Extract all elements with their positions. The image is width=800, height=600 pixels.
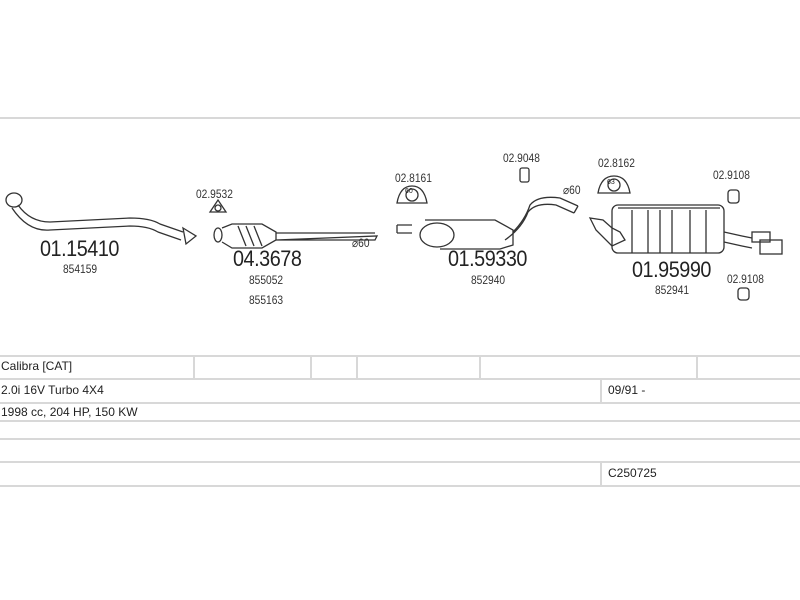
accessory-label: 02.9108 xyxy=(727,272,764,286)
middle-silencer-drawing xyxy=(396,196,579,250)
table-col-line xyxy=(600,461,602,485)
part-number: 01.15410 xyxy=(40,236,119,261)
front-pipe-drawing xyxy=(5,192,198,246)
clamp-size: 60 xyxy=(405,188,413,195)
table-line xyxy=(0,438,800,440)
clamp-size: 63 xyxy=(607,179,615,186)
vehicle-model: Calibra [CAT] xyxy=(1,359,73,373)
diameter-label: ⌀60 xyxy=(563,183,581,197)
ref-number: 852941 xyxy=(655,283,690,297)
rear-silencer-drawing xyxy=(588,204,783,255)
table-line xyxy=(0,461,800,463)
accessory-label: 02.8162 xyxy=(598,156,635,170)
part-number: 04.3678 xyxy=(233,246,302,271)
engine-type: 2.0i 16V Turbo 4X4 xyxy=(1,383,104,397)
table-line xyxy=(0,355,800,357)
table-line xyxy=(0,402,800,404)
table-line xyxy=(0,378,800,380)
ref-number: 852940 xyxy=(471,273,506,287)
clamp-icons xyxy=(396,167,750,301)
ref-number: 854159 xyxy=(63,262,98,276)
engine-specs: 1998 cc, 204 HP, 150 KW xyxy=(1,405,138,419)
ref-number: 855052 xyxy=(249,273,284,287)
ref-number: 855163 xyxy=(249,293,284,307)
table-col-line xyxy=(193,355,195,378)
accessory-label: 02.9108 xyxy=(713,168,750,182)
table-col-line xyxy=(356,355,358,378)
accessory-label: 02.8161 xyxy=(395,171,432,185)
part-number: 01.59330 xyxy=(448,246,527,271)
accessory-label: 02.9532 xyxy=(196,187,233,201)
divider xyxy=(0,117,800,119)
vehicle-code: C250725 xyxy=(608,466,657,480)
gasket-icon xyxy=(208,198,228,213)
production-date: 09/91 - xyxy=(608,383,646,397)
table-col-line xyxy=(600,378,602,402)
table-line xyxy=(0,420,800,422)
table-col-line xyxy=(696,355,698,378)
table-col-line xyxy=(479,355,481,378)
diameter-label: ⌀60 xyxy=(352,236,370,250)
table-col-line xyxy=(310,355,312,378)
accessory-label: 02.9048 xyxy=(503,151,540,165)
part-number: 01.95990 xyxy=(632,257,711,282)
table-line xyxy=(0,485,800,487)
catalyst-drawing xyxy=(213,223,379,249)
exhaust-drawing xyxy=(5,167,783,301)
